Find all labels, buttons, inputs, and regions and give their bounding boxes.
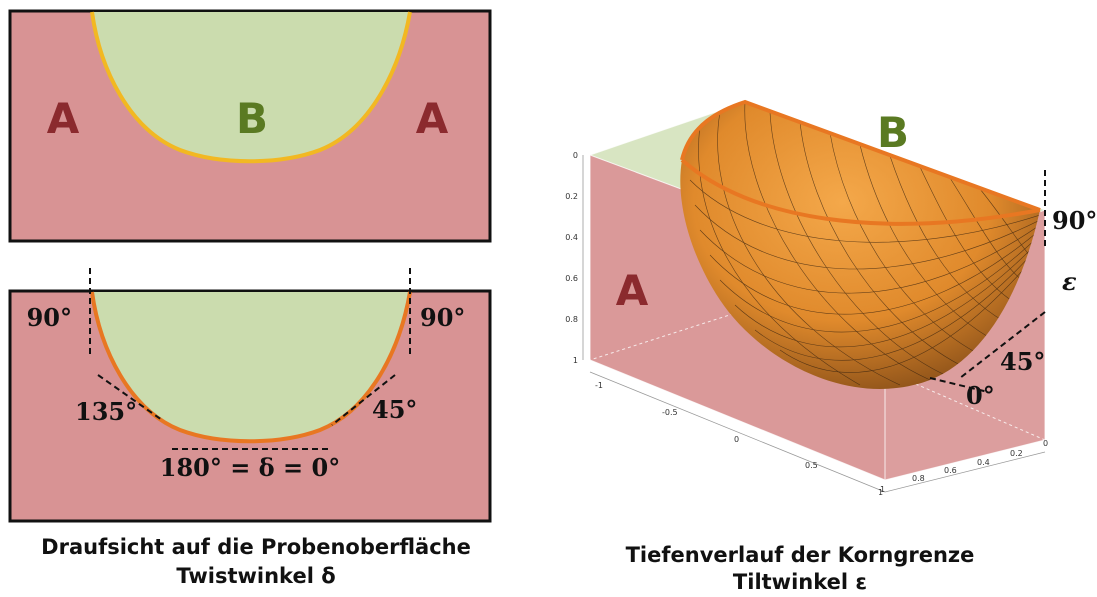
grain-a-label-left: A [47,94,80,143]
grain-boundary-surface [680,102,1040,389]
x-tick--0.5: -0.5 [662,408,678,417]
angle-label-45: 45° [1000,347,1045,376]
angle-label-45: 45° [372,395,417,424]
grain-b-region [92,292,410,442]
grain-b-label: B [236,94,268,143]
z-axis: 0 0.2 0.4 0.6 0.8 1 [565,151,584,365]
x-axis: -1 -0.5 0 0.5 1 [589,371,886,497]
tangent-45 [959,311,1046,379]
y-tick-0.2: 0.2 [1010,449,1023,458]
right-caption-line1: Tiefenverlauf der Korngrenze [626,543,975,567]
z-tick-0: 0 [573,151,578,160]
grain-boundary-line [90,291,412,444]
grain-a-label: A [616,266,649,315]
angle-label-90-right: 90° [420,303,465,332]
y-tick-0.4: 0.4 [977,458,990,467]
angle-label-135: 135° [75,397,137,426]
tangent-135 [97,374,163,421]
angle-label-0: 0° [966,381,995,410]
rim-boundary [680,99,1041,212]
y-tick-0: 0 [1043,439,1048,448]
x-tick--1: -1 [595,381,603,390]
left-caption-line2: Twistwinkel δ [176,564,335,588]
x-tick-0.5: 0.5 [805,461,818,470]
x-tick-0: 0 [734,435,739,444]
angle-label-90-left: 90° [27,303,72,332]
z-tick-0.6: 0.6 [565,274,578,283]
tangent-45 [331,374,396,426]
z-tick-1: 1 [573,356,578,365]
grain-b-label: B [877,108,909,157]
twist-angle-panel: 90° 90° 135° 45° 180° = δ = 0° [8,268,492,523]
z-tick-0.8: 0.8 [565,315,578,324]
x-tick-1: 1 [878,488,883,497]
surface-boundary-line [680,158,1041,226]
epsilon-symbol: ε [1062,267,1077,296]
left-caption-line1: Draufsicht auf die Probenoberfläche [41,535,471,559]
angle-label-90: 90° [1052,206,1097,235]
y-tick-0.6: 0.6 [944,466,957,475]
angle-label-180-0: 180° = δ = 0° [160,453,340,482]
y-tick-1: 1 [880,485,885,494]
right-caption-line2: Tiltwinkel ε [733,570,867,594]
grain-a-label-right: A [416,94,449,143]
z-tick-0.2: 0.2 [565,192,578,201]
grain-b-region [92,12,410,162]
depth-profile-panel: A B 90° ε 45° 0° 0 0.2 0.4 0.6 0.8 1 -1 … [565,99,1097,497]
grain-boundary-line [90,11,412,164]
top-view-panel: A B A [8,9,492,243]
y-tick-0.8: 0.8 [912,474,925,483]
y-axis: 0 0.2 0.4 0.6 0.8 1 [880,439,1048,494]
z-tick-0.4: 0.4 [565,233,578,242]
